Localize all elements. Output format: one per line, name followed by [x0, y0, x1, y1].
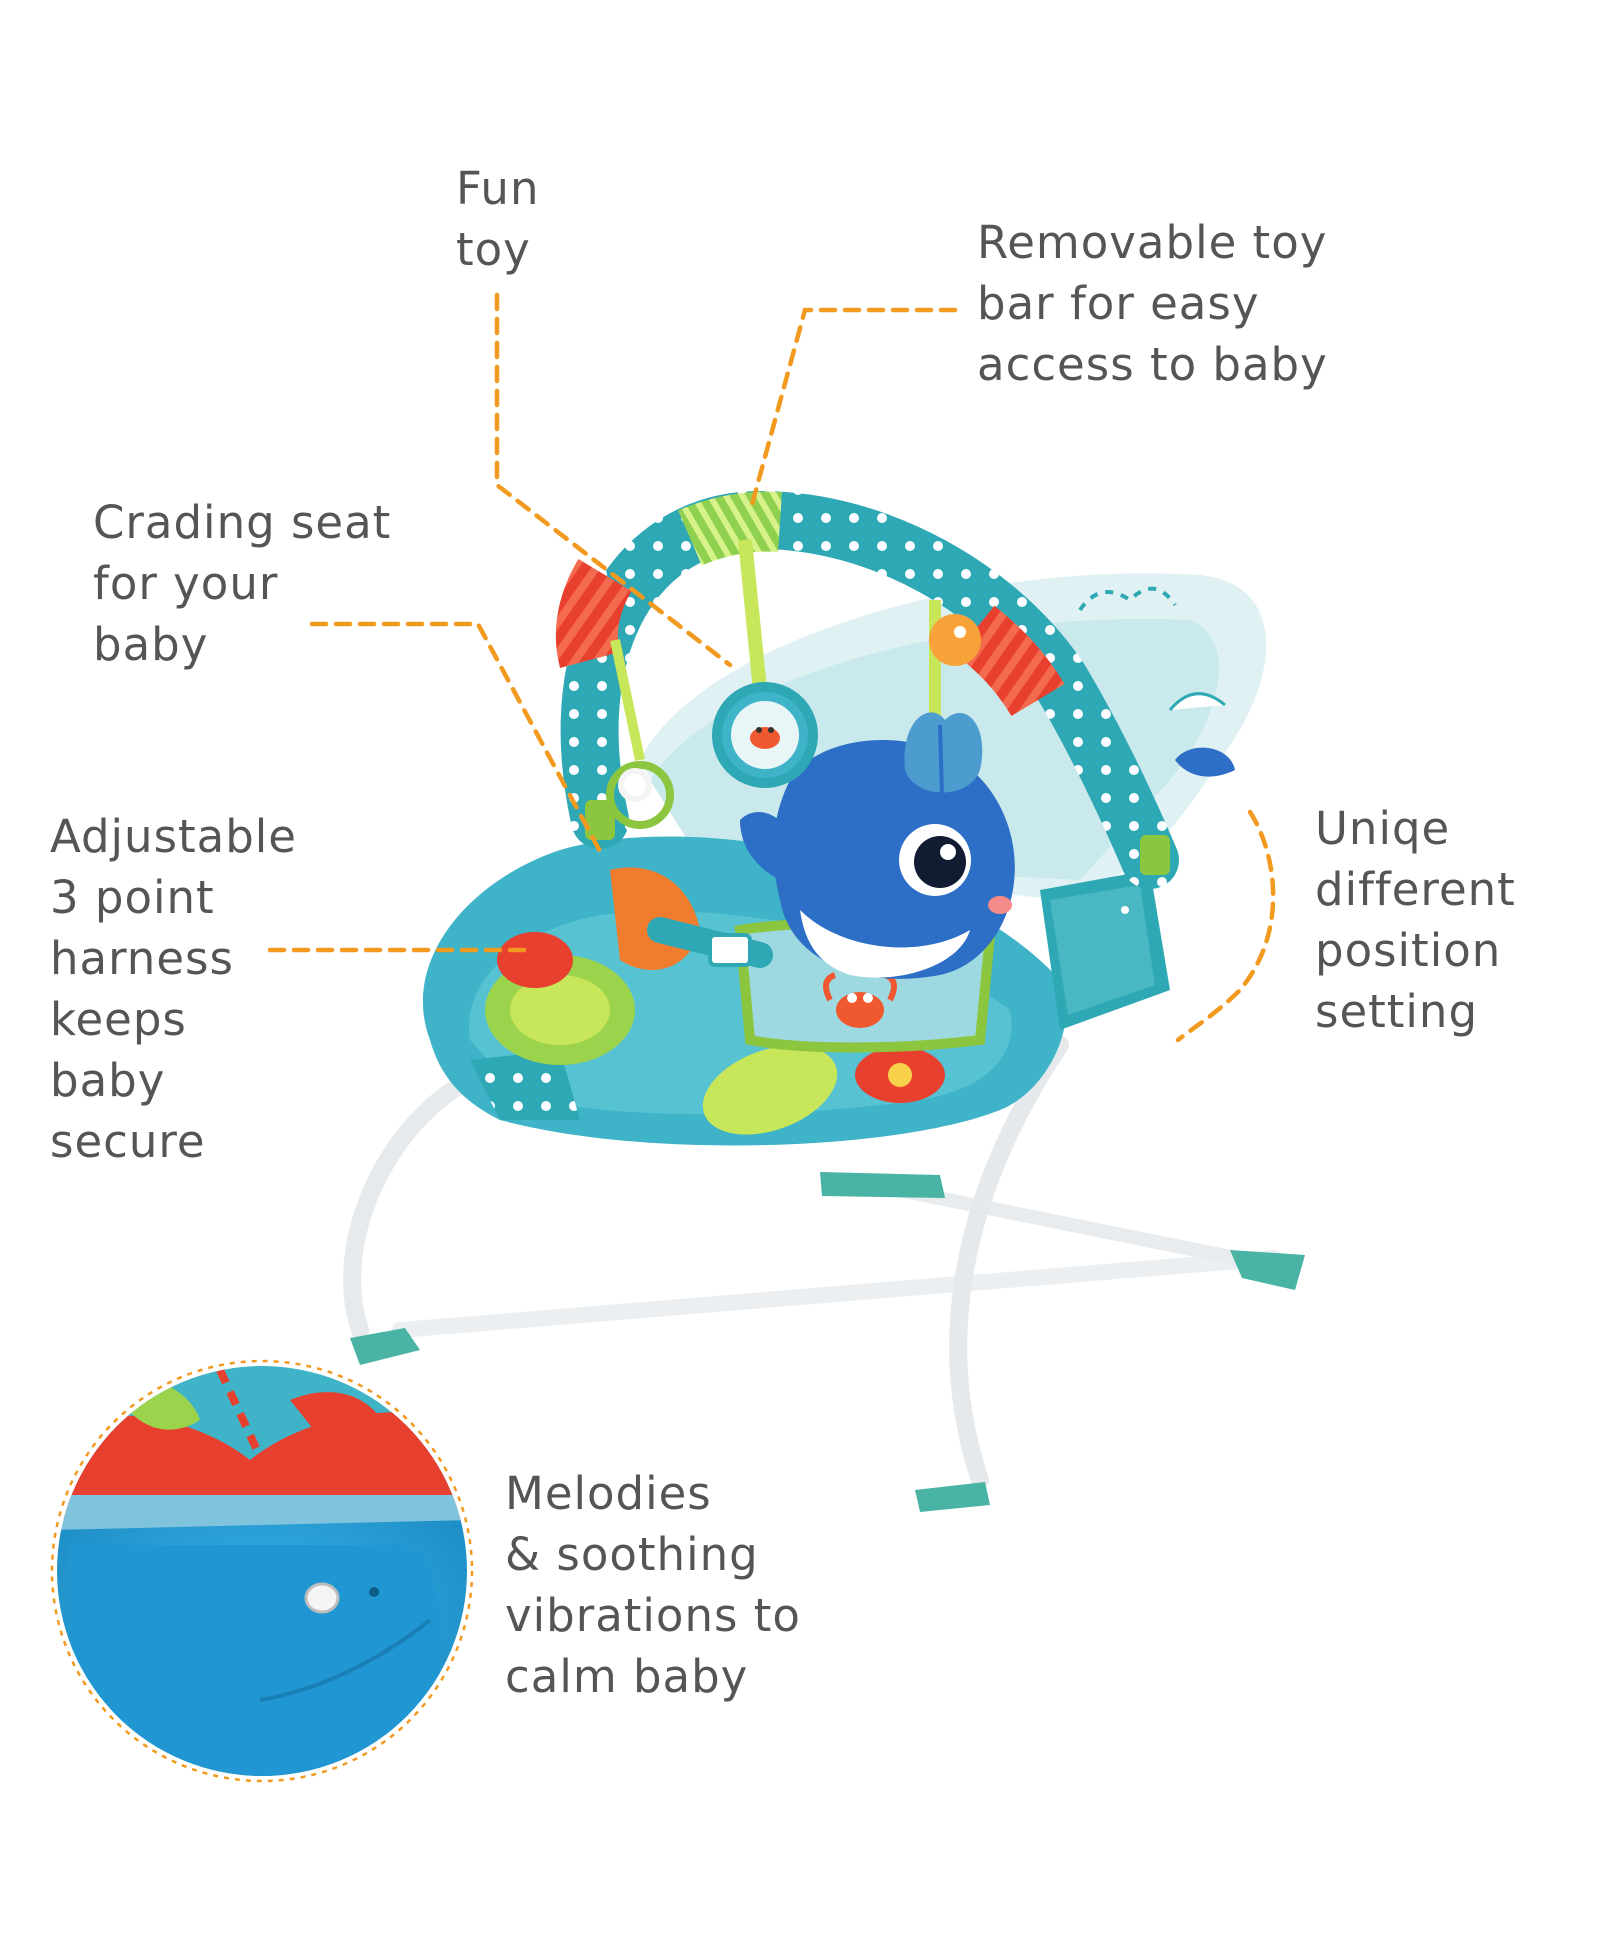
callout-harness-line: keeps [50, 993, 187, 1046]
callout-harness-line: secure [50, 1115, 206, 1168]
callout-positions-line: position [1315, 924, 1502, 977]
callout-harness-line: Adjustable [50, 810, 297, 863]
leader-positions [1175, 809, 1276, 1043]
callout-melodies-line: & soothing [505, 1528, 759, 1581]
callout-cradling-seat-line: Crading seat [93, 496, 392, 549]
callout-fun-toy-line: toy [456, 223, 531, 276]
leader-fun-toy [494, 292, 733, 668]
hanging-toys [606, 539, 983, 829]
callout-positions: Uniqe different position setting [1315, 798, 1516, 1042]
callout-cradling-seat-line: for your [93, 557, 279, 610]
callout-fun-toy-line: Fun [456, 162, 540, 215]
callout-toy-bar: Removable toy bar for easy access to bab… [977, 212, 1328, 395]
callout-harness: Adjustable 3 point harness keeps baby se… [50, 806, 297, 1172]
toy-bar [555, 490, 1179, 889]
callout-fun-toy: Fun toy [456, 158, 539, 280]
callout-toy-bar-line: Removable toy [977, 216, 1328, 269]
callout-melodies-line: Melodies [505, 1467, 712, 1520]
callout-melodies-line: vibrations to [505, 1589, 801, 1642]
callout-cradling-seat: Crading seat for your baby [93, 492, 391, 675]
callout-harness-line: 3 point [50, 871, 215, 924]
callout-melodies-line: calm baby [505, 1650, 749, 1703]
callout-cradling-seat-line: baby [93, 618, 209, 671]
bouncer-frame [343, 1036, 1305, 1512]
callout-positions-line: different [1315, 863, 1516, 916]
inset-detail [50, 1359, 474, 1783]
callout-melodies: Melodies & soothing vibrations to calm b… [505, 1463, 801, 1707]
leader-lines [267, 292, 1276, 1043]
callout-harness-line: harness [50, 932, 234, 985]
vibration-unit [1040, 870, 1170, 1030]
callout-positions-line: Uniqe [1315, 802, 1451, 855]
leader-toy-bar [747, 307, 958, 515]
callout-harness-line: baby [50, 1054, 166, 1107]
callout-toy-bar-line: access to baby [977, 338, 1328, 391]
leader-cradling-seat [309, 621, 605, 858]
whale-graphic [740, 740, 1235, 979]
callout-positions-line: setting [1315, 985, 1479, 1038]
callout-toy-bar-line: bar for easy [977, 277, 1260, 330]
